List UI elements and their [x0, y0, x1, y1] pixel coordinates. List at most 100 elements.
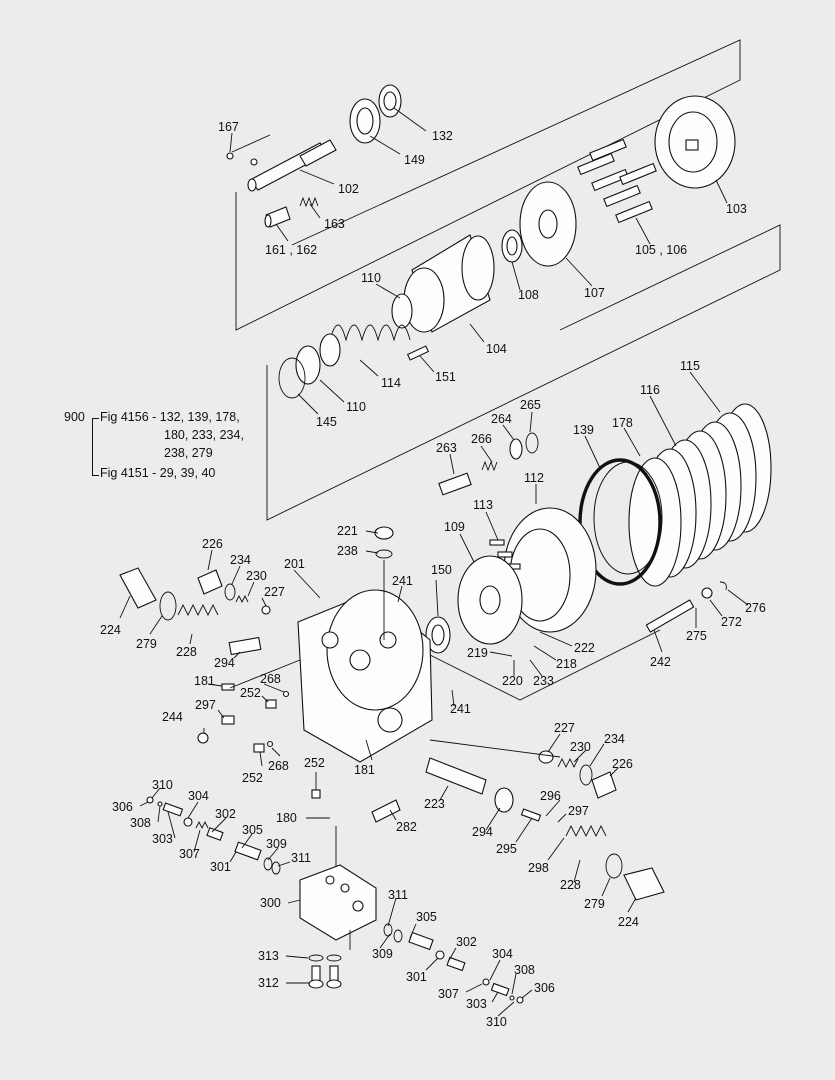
callout-150: 150 — [431, 563, 452, 577]
callout-241-lower: 241 — [450, 702, 471, 716]
callout-310-upper: 310 — [152, 778, 173, 792]
part-small-fittings-left — [197, 659, 321, 799]
callout-109: 109 — [444, 520, 465, 534]
callout-234-left: 234 — [230, 553, 251, 567]
callout-238: 238 — [337, 544, 358, 558]
callout-294-left: 294 — [214, 656, 235, 670]
callout-300: 300 — [260, 896, 281, 910]
callout-303-upper: 303 — [152, 832, 173, 846]
part-spring-114 — [319, 324, 411, 367]
callout-220: 220 — [502, 674, 523, 688]
callout-228-right: 228 — [560, 878, 581, 892]
reference-line-3: 238, 279 — [164, 446, 213, 460]
callout-301-lower: 301 — [406, 970, 427, 984]
callout-268-lower: 268 — [268, 759, 289, 773]
callout-264: 264 — [491, 412, 512, 426]
callout-307-upper: 307 — [179, 847, 200, 861]
part-plate-103 — [654, 95, 736, 189]
callout-252-lower: 252 — [242, 771, 263, 785]
callout-266: 266 — [471, 432, 492, 446]
callout-116: 116 — [640, 383, 660, 397]
callout-112: 112 — [524, 471, 544, 485]
callout-297-right: 297 — [568, 804, 589, 818]
callout-132: 132 — [432, 129, 453, 143]
part-spring-163 — [299, 196, 319, 208]
callout-110-lower: 110 — [346, 400, 366, 414]
callout-268-upper: 268 — [260, 672, 281, 686]
callout-181-upper: 181 — [194, 674, 215, 688]
callout-303-lower: 303 — [466, 997, 487, 1011]
callout-227-left: 227 — [264, 585, 285, 599]
part-shaft-102 — [247, 139, 337, 192]
callout-309-lower: 309 — [372, 947, 393, 961]
callout-302-lower: 302 — [456, 935, 477, 949]
callout-114: 114 — [381, 376, 401, 390]
callout-279-right: 279 — [584, 897, 605, 911]
callout-149: 149 — [404, 153, 425, 167]
upper-frame-outline — [235, 39, 741, 331]
middle-frame-outline — [266, 224, 781, 521]
callout-311-upper: 311 — [291, 851, 311, 865]
callout-241-upper: 241 — [392, 574, 413, 588]
callout-178: 178 — [612, 416, 633, 430]
callout-113: 113 — [473, 498, 493, 512]
part-piston-161 — [264, 206, 291, 228]
callout-275: 275 — [686, 629, 707, 643]
callout-104: 104 — [486, 342, 507, 356]
callout-234-right: 234 — [604, 732, 625, 746]
lower-frame-outline — [399, 629, 661, 701]
callout-181-lower: 181 — [354, 763, 375, 777]
reference-line-2: 180, 233, 234, — [164, 428, 244, 442]
reference-line-1: Fig 4156 - 132, 139, 178, — [100, 410, 240, 424]
callout-294-right: 294 — [472, 825, 493, 839]
callout-226-right: 226 — [612, 757, 633, 771]
part-ring-108 — [501, 229, 523, 263]
part-pin-151 — [406, 345, 430, 361]
callout-295: 295 — [496, 842, 517, 856]
callout-163: 163 — [324, 217, 345, 231]
callout-107: 107 — [584, 286, 605, 300]
callout-308-lower: 308 — [514, 963, 535, 977]
part-snap-ring-145 — [278, 357, 306, 399]
callout-105-106: 105 , 106 — [635, 243, 687, 257]
callout-304-upper: 304 — [188, 789, 209, 803]
callout-244: 244 — [162, 710, 183, 724]
reference-group-number: 900 — [64, 410, 85, 424]
callout-298: 298 — [528, 861, 549, 875]
callout-306-lower: 306 — [534, 981, 555, 995]
callout-279-left: 279 — [136, 637, 157, 651]
callout-310-lower: 310 — [486, 1015, 507, 1029]
part-left-valve-stack — [119, 567, 271, 656]
part-fitting-242 — [645, 581, 727, 633]
part-seal-132 — [378, 84, 402, 118]
callout-227-right: 227 — [554, 721, 575, 735]
callout-110-upper: 110 — [361, 271, 381, 285]
callout-252-middle: 252 — [304, 756, 325, 770]
callout-161-162: 161 , 162 — [265, 243, 317, 257]
part-screws-312-313 — [308, 954, 342, 989]
callout-230-right: 230 — [570, 740, 591, 754]
callout-306-upper: 306 — [112, 800, 133, 814]
callout-242: 242 — [650, 655, 671, 669]
callout-219: 219 — [467, 646, 488, 660]
leader-lines — [119, 107, 749, 1017]
callout-222: 222 — [574, 641, 595, 655]
callout-226-left: 226 — [202, 537, 223, 551]
part-pins-167 — [226, 134, 271, 166]
kit-reference-note: 900 Fig 4156 - 132, 139, 178, 180, 233, … — [62, 410, 282, 484]
callout-302-upper: 302 — [215, 807, 236, 821]
callout-180: 180 — [276, 811, 297, 825]
part-washer-110b — [295, 345, 321, 385]
callout-139: 139 — [573, 423, 594, 437]
callout-297-left: 297 — [195, 698, 216, 712]
callout-233: 233 — [533, 674, 554, 688]
callout-313: 313 — [258, 949, 279, 963]
callout-108: 108 — [518, 288, 539, 302]
callout-115: 115 — [680, 359, 700, 373]
callout-263: 263 — [436, 441, 457, 455]
callout-218: 218 — [556, 657, 577, 671]
reference-line-4: Fig 4151 - 29, 39, 40 — [100, 466, 216, 480]
callout-312: 312 — [258, 976, 279, 990]
callout-102: 102 — [338, 182, 359, 196]
part-orings-139-178 — [578, 458, 663, 586]
